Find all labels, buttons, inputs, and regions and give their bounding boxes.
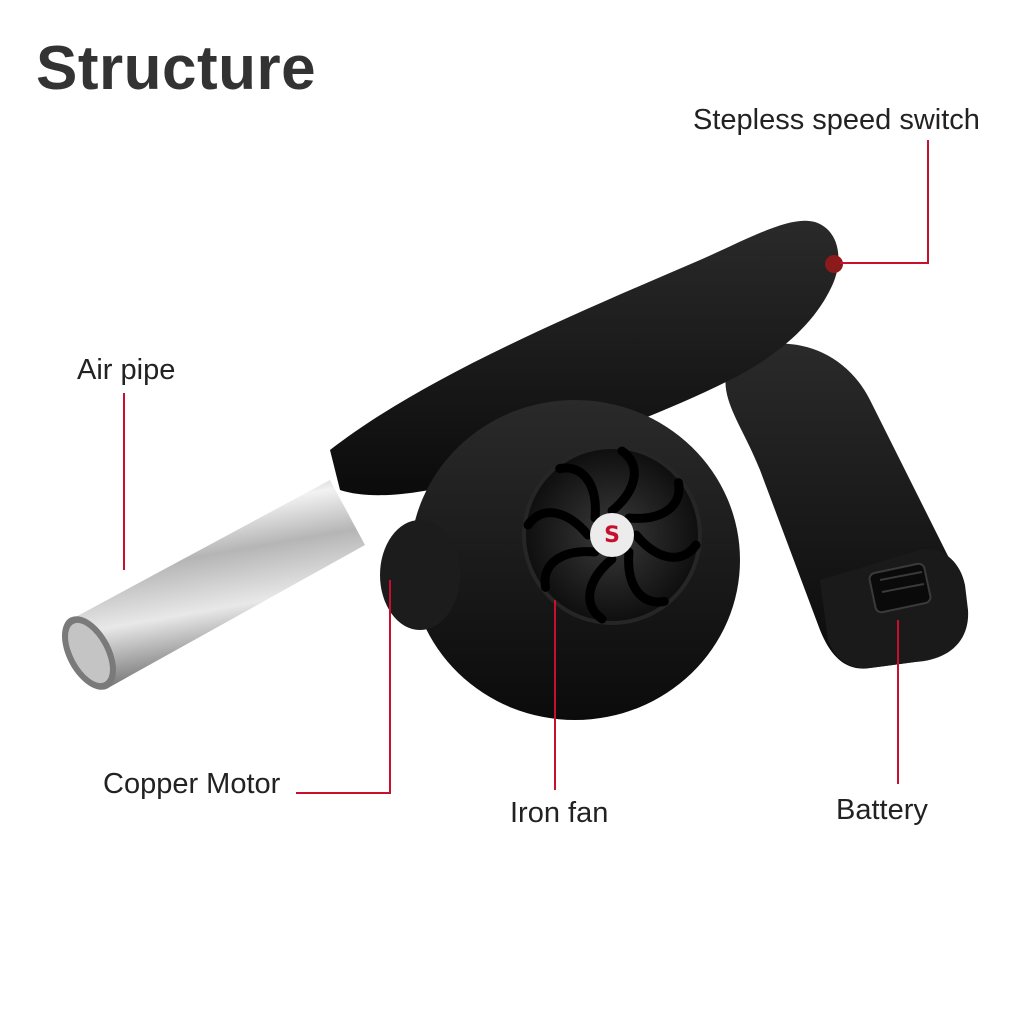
- main-body: [330, 220, 839, 496]
- label-battery: Battery: [836, 794, 928, 826]
- label-copper-motor: Copper Motor: [103, 768, 281, 800]
- motor-cap: [380, 520, 460, 630]
- air-pipe: [61, 480, 365, 690]
- fan-hub-icon: S: [604, 523, 620, 548]
- label-stepless-speed-switch: Stepless speed switch: [693, 104, 980, 136]
- leader-motor: [296, 580, 391, 794]
- leader-switch: [840, 140, 929, 264]
- leader-lines: [123, 140, 929, 794]
- page-title: Structure: [36, 34, 317, 103]
- fan-hub: [590, 513, 634, 557]
- label-air-pipe: Air pipe: [77, 354, 176, 386]
- label-iron-fan: Iron fan: [510, 797, 609, 829]
- fan-grill: S: [522, 445, 702, 625]
- switch-knob: [825, 255, 843, 273]
